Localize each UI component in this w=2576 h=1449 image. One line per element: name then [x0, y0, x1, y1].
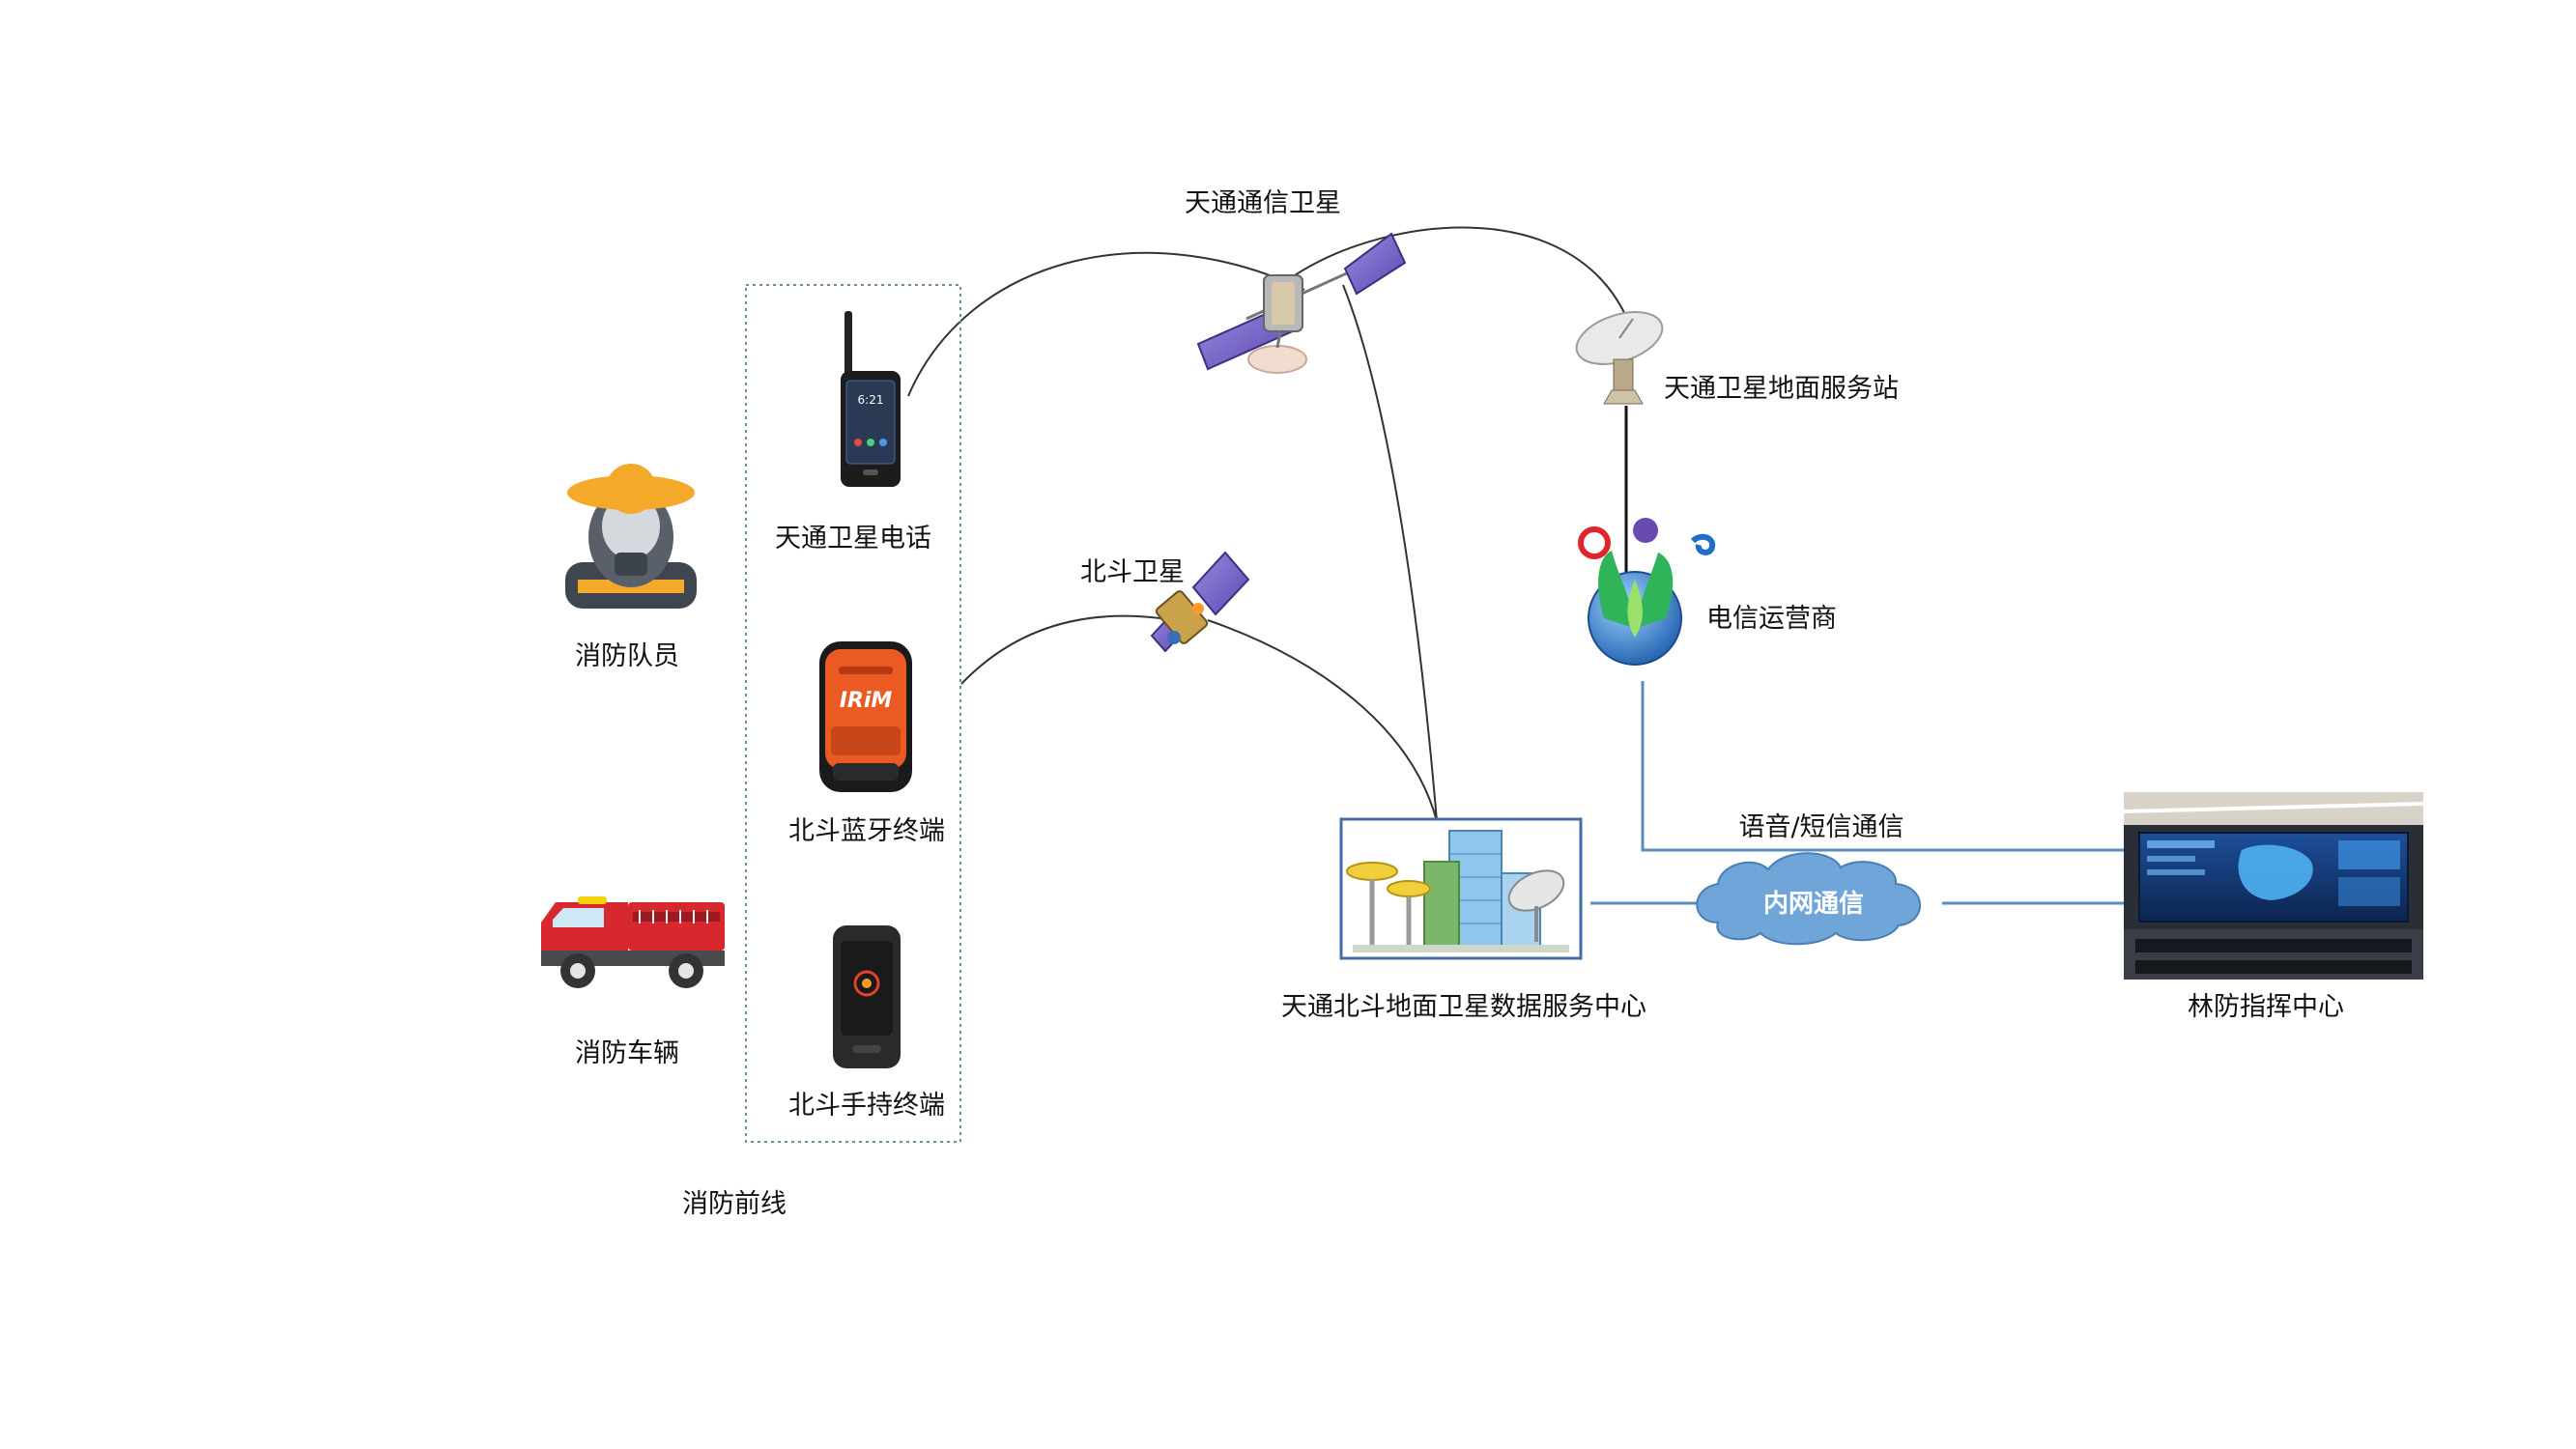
handheld-terminal-icon: [833, 925, 901, 1068]
satellite-phone-label: 天通卫星电话: [775, 524, 931, 554]
data-center-label: 天通北斗地面卫星数据服务中心: [1281, 992, 1646, 1022]
data-center-icon: [1339, 817, 1583, 960]
link-tiantong-satellite-to-data-center: [1342, 284, 1438, 822]
beidou-satellite-label: 北斗卫星: [1080, 557, 1185, 587]
voice-sms-label: 语音/短信通信: [1738, 812, 1904, 842]
front-line-label: 消防前线: [682, 1189, 787, 1219]
link-tiantong-satellite-to-ground-station: [1294, 226, 1634, 334]
bluetooth-terminal-label: 北斗蓝牙终端: [788, 816, 945, 846]
fire-truck-icon: [541, 896, 725, 988]
phone-time-text: 6:21: [858, 393, 884, 407]
front-line-box: [745, 284, 961, 1143]
tiantong-satellite-label: 天通通信卫星: [1185, 188, 1341, 218]
firefighter-label: 消防队员: [575, 641, 679, 671]
ground-station-label: 天通卫星地面服务站: [1664, 374, 1899, 404]
link-bt-terminal-to-beidou-satellite: [960, 614, 1175, 685]
fire-vehicle-label: 消防车辆: [575, 1038, 679, 1068]
command-center-label: 林防指挥中心: [2188, 992, 2344, 1022]
tiantong-satellite-icon: [1196, 232, 1407, 374]
irim-logo-text: IRiM: [840, 689, 893, 713]
satellite-phone-icon: 6:21: [841, 311, 901, 487]
link-beidou-satellite-to-data-center: [1207, 619, 1438, 822]
intranet-label: 内网通信: [1762, 890, 1865, 919]
bluetooth-terminal-icon: IRiM: [819, 641, 912, 792]
link-phone-to-tiantong-satellite: [907, 251, 1305, 397]
telecom-operator-label: 电信运营商: [1706, 604, 1837, 634]
ground-station-dish-icon: [1575, 311, 1664, 405]
firefighter-icon: [565, 464, 697, 609]
command-center-icon: [2123, 792, 2424, 980]
intranet-cloud-icon: [1696, 852, 1922, 946]
telecom-operator-icon: [1578, 518, 1716, 666]
beidou-satellite-icon: [1150, 551, 1250, 653]
link-operator-to-command-center: [1641, 681, 2126, 852]
handheld-terminal-label: 北斗手持终端: [788, 1091, 945, 1121]
